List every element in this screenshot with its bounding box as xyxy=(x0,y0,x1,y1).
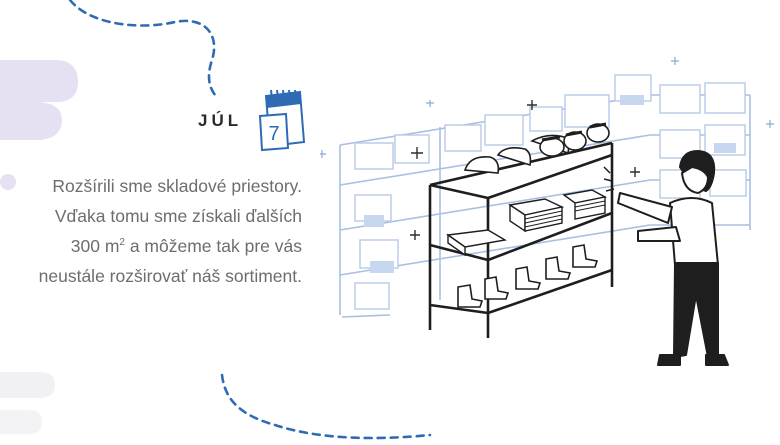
month-header: JÚL 7 xyxy=(198,90,308,152)
sparkles-blue xyxy=(320,57,774,158)
dashed-line-bottom xyxy=(220,373,432,440)
lavender-blob xyxy=(0,60,78,140)
calendar-day: 7 xyxy=(269,123,280,145)
month-label: JÚL xyxy=(198,111,243,130)
person xyxy=(617,150,729,366)
description-line-4: neustále rozširovať náš sortiment. xyxy=(38,266,302,286)
faint-blob xyxy=(0,372,55,398)
clothes-lines xyxy=(524,200,606,228)
description: Rozšírili sme skladové priestory. Vďaka … xyxy=(10,171,302,291)
shoes xyxy=(457,244,599,308)
description-line-3-sup: 2 xyxy=(119,237,125,249)
calendar-icon: 7 xyxy=(259,90,306,152)
warehouse-person-illustration xyxy=(320,57,774,366)
description-line-3: 300 m2 a môžeme tak pre vás xyxy=(10,231,302,261)
faint-blob-2 xyxy=(0,410,42,434)
dashed-line-top xyxy=(68,0,217,97)
hats xyxy=(463,122,610,174)
description-line-3-pre: 300 m xyxy=(70,236,120,256)
description-line-1: Rozšírili sme skladové priestory. xyxy=(52,176,302,196)
motion-lines xyxy=(603,166,615,192)
front-shelf xyxy=(428,141,614,338)
sparkles xyxy=(410,100,640,240)
description-line-3-post: a môžeme tak pre vás xyxy=(124,236,302,256)
description-line-2: Vďaka tomu sme získali ďalších xyxy=(54,206,302,226)
lavender-dot xyxy=(0,174,16,190)
background-boxes-fill xyxy=(364,95,736,273)
